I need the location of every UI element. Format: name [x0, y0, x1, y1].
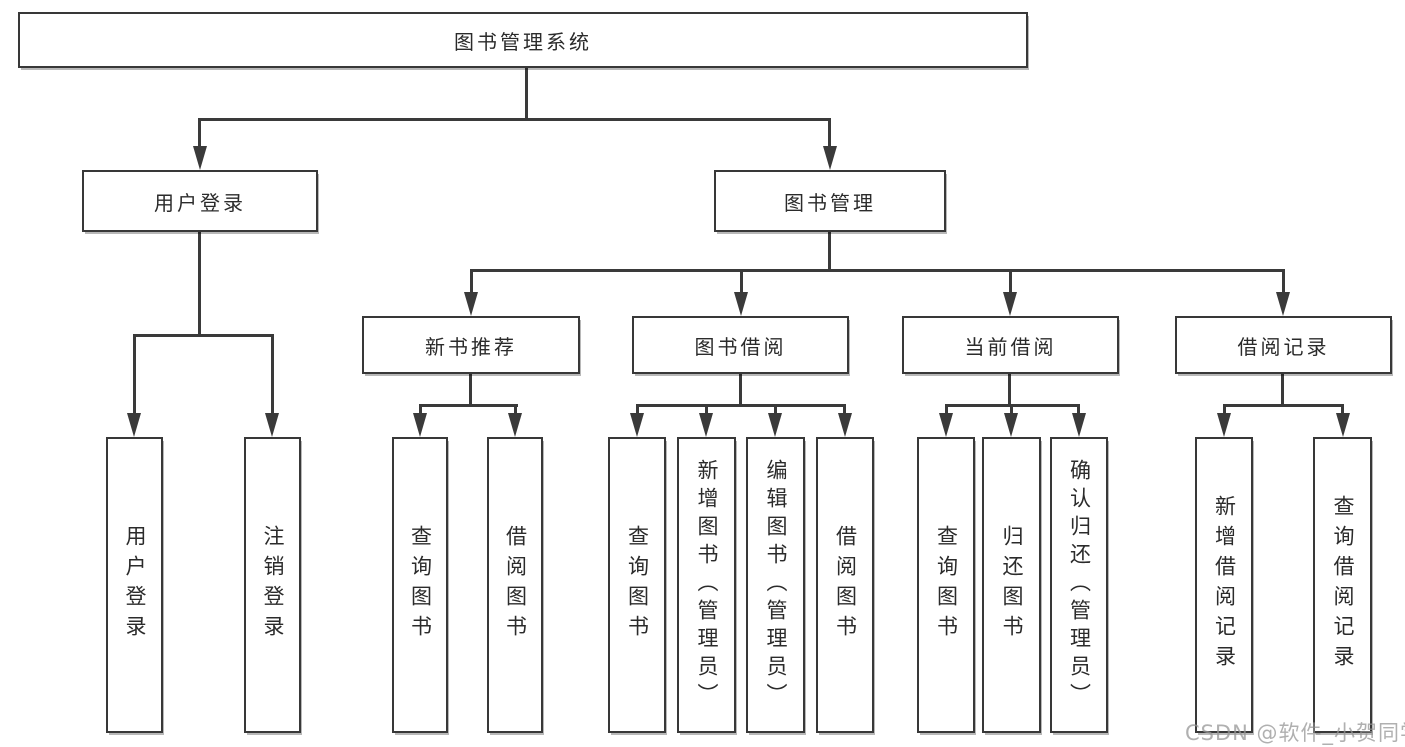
node-book-borrowing: 图书借阅	[632, 316, 849, 374]
leaf-query-books-recommend: 查询图书	[392, 437, 448, 733]
node-borrowing-records: 借阅记录	[1175, 316, 1392, 374]
leaf-user-login: 用户登录	[106, 437, 163, 733]
leaf-query-books-borrowing: 查询图书	[608, 437, 666, 733]
leaf-add-borrow-record: 新增借阅记录	[1195, 437, 1253, 733]
arrow-down-icon	[734, 292, 748, 316]
connector-line	[636, 404, 846, 407]
connector-line	[419, 404, 422, 414]
connector-line	[1009, 269, 1012, 292]
leaf-confirm-return-admin: 确认归还（管理员）	[1050, 437, 1108, 733]
connector-line	[1077, 404, 1080, 414]
arrow-down-icon	[630, 413, 644, 437]
connector-line	[1223, 404, 1226, 414]
leaf-borrow-books-recommend: 借阅图书	[487, 437, 543, 733]
arrow-down-icon	[1217, 413, 1231, 437]
connector-line	[419, 404, 518, 407]
leaf-edit-book-admin: 编辑图书（管理员）	[746, 437, 805, 733]
node-user-login-branch: 用户登录	[82, 170, 318, 232]
connector-line	[1341, 404, 1344, 414]
arrow-down-icon	[413, 413, 427, 437]
connector-line	[828, 118, 831, 148]
connector-line	[198, 118, 201, 148]
connector-line	[1282, 269, 1285, 292]
arrow-down-icon	[508, 413, 522, 437]
connector-line	[828, 232, 831, 272]
connector-line	[1008, 374, 1011, 407]
leaf-logout: 注销登录	[244, 437, 301, 733]
connector-line	[705, 404, 708, 414]
connector-line	[514, 404, 517, 414]
connector-line	[271, 334, 274, 414]
arrow-down-icon	[699, 413, 713, 437]
leaf-add-book-admin: 新增图书（管理员）	[677, 437, 736, 733]
connector-line	[1281, 374, 1284, 407]
connector-line	[774, 404, 777, 414]
leaf-return-books: 归还图书	[982, 437, 1041, 733]
connector-line	[945, 404, 948, 414]
connector-line	[133, 334, 274, 337]
arrow-down-icon	[1003, 292, 1017, 316]
arrow-down-icon	[768, 413, 782, 437]
leaf-query-borrow-record: 查询借阅记录	[1313, 437, 1372, 733]
node-current-borrowing: 当前借阅	[902, 316, 1119, 374]
leaf-query-books-current: 查询图书	[917, 437, 975, 733]
connector-line	[1223, 404, 1344, 407]
arrow-down-icon	[1004, 413, 1018, 437]
connector-line	[133, 334, 136, 414]
connector-line	[470, 269, 473, 292]
connector-line	[843, 404, 846, 414]
arrow-down-icon	[838, 413, 852, 437]
arrow-down-icon	[265, 413, 279, 437]
connector-line	[198, 232, 201, 337]
arrow-down-icon	[464, 292, 478, 316]
connector-line	[469, 374, 472, 407]
arrow-down-icon	[1072, 413, 1086, 437]
node-new-book-recommendation: 新书推荐	[362, 316, 580, 374]
node-book-management: 图书管理	[714, 170, 946, 232]
connector-line	[199, 118, 831, 121]
connector-line	[740, 269, 743, 292]
arrow-down-icon	[1336, 413, 1350, 437]
connector-line	[739, 374, 742, 407]
arrow-down-icon	[1276, 292, 1290, 316]
connector-line	[1010, 404, 1013, 414]
arrow-down-icon	[127, 413, 141, 437]
node-root: 图书管理系统	[18, 12, 1028, 68]
leaf-borrow-books-borrowing: 借阅图书	[816, 437, 874, 733]
connector-line	[470, 269, 1285, 272]
csdn-watermark: CSDN @软件_小贺同学	[1185, 721, 1405, 745]
arrow-down-icon	[939, 413, 953, 437]
connector-line	[636, 404, 639, 414]
connector-line	[525, 68, 528, 121]
arrow-down-icon	[193, 146, 207, 170]
arrow-down-icon	[823, 146, 837, 170]
